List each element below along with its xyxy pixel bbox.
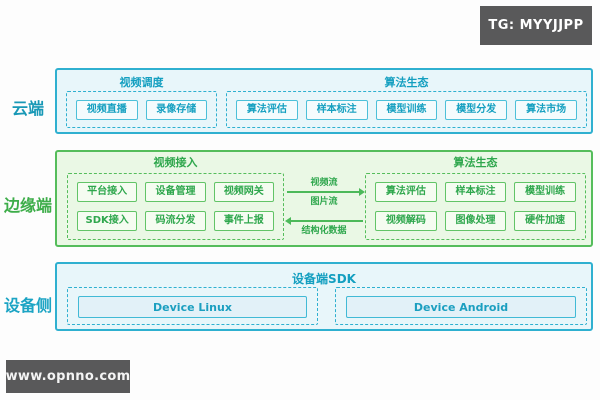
node-model-training: 模型训练 [375,99,438,120]
device-android-group: Device Android [335,287,587,325]
group-title-video-access: 视频接入 [153,156,198,169]
node-model-distribution: 模型分发 [445,99,508,120]
group-title-video-dispatch: 视频调度 [119,76,164,89]
cloud-algo-eco-items: 算法评估 样本标注 模型训练 模型分发 算法市场 [226,91,587,128]
video-stream-arrow-icon [287,188,365,196]
node-recording-storage: 录像存储 [145,99,207,120]
flow-label-video-stream: 视频流 [310,178,338,188]
edge-algo-eco-items: 算法评估 样本标注 模型训练 视频解码 图像处理 硬件加速 [365,173,586,240]
edge-video-access-items: 平台接入 设备管理 视频网关 SDK接入 码流分发 事件上报 [67,173,284,240]
node-edge-algo-evaluation: 算法评估 [375,182,437,202]
node-sample-labeling: 样本标注 [305,99,368,120]
node-edge-sample-labeling: 样本标注 [444,182,507,202]
group-title-edge-algo-eco: 算法生态 [453,156,498,169]
edge-section: 视频接入 平台接入 设备管理 视频网关 SDK接入 码流分发 事件上报 视频流 … [55,150,593,247]
node-video-live: 视频直播 [76,99,138,120]
device-section: 设备端SDK Device Linux Device Android [55,262,593,331]
node-video-decoding: 视频解码 [375,211,437,231]
node-algo-market: 算法市场 [515,99,577,120]
tg-badge: TG: MYYJJPP [480,6,592,45]
row-label-device: 设备侧 [3,296,52,315]
structured-data-arrow-icon [285,217,363,225]
node-hardware-acceleration: 硬件加速 [514,211,576,231]
node-image-processing: 图像处理 [444,211,507,231]
node-edge-model-training: 模型训练 [514,182,576,202]
edge-algo-eco-group: 算法生态 算法评估 样本标注 模型训练 视频解码 图像处理 硬件加速 [365,156,586,240]
flow-label-image-stream: 图片流 [310,197,338,207]
group-title-device-sdk: 设备端SDK [292,272,356,286]
row-label-cloud: 云端 [11,99,44,118]
cloud-video-dispatch-group: 视频调度 视频直播 录像存储 [66,76,217,128]
node-device-android: Device Android [346,296,576,318]
node-event-reporting: 事件上报 [213,211,274,231]
edge-video-access-group: 视频接入 平台接入 设备管理 视频网关 SDK接入 码流分发 事件上报 [67,156,284,240]
node-device-linux: Device Linux [78,296,307,318]
node-algo-evaluation: 算法评估 [236,99,298,120]
node-device-management: 设备管理 [145,182,206,202]
node-video-gateway: 视频网关 [213,182,274,202]
group-title-cloud-algo-eco: 算法生态 [384,76,429,89]
cloud-algo-eco-group: 算法生态 算法评估 样本标注 模型训练 模型分发 算法市场 [226,76,587,128]
row-label-edge: 边缘端 [3,196,52,215]
cloud-video-dispatch-items: 视频直播 录像存储 [66,91,217,128]
cloud-section: 视频调度 视频直播 录像存储 算法生态 算法评估 样本标注 模型训练 模型分发 … [55,68,593,134]
node-stream-distribution: 码流分发 [145,211,206,231]
site-watermark: www.opnno.com [6,360,130,393]
node-sdk-access: SDK接入 [77,211,138,231]
flow-label-structured-data: 结构化数据 [301,226,347,236]
node-platform-access: 平台接入 [77,182,138,202]
device-linux-group: Device Linux [67,287,318,325]
